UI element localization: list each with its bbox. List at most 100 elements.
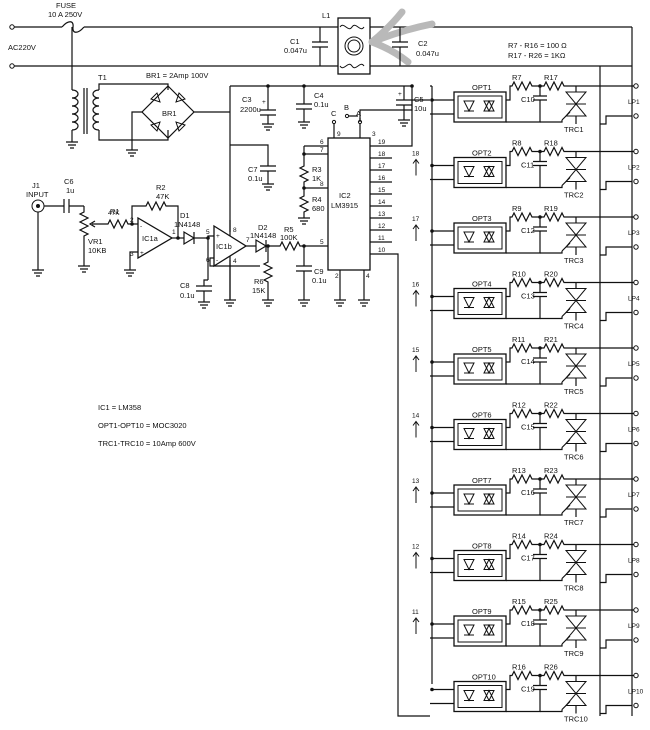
channel-pin-number: 15 xyxy=(412,347,420,354)
d1-name: D1 xyxy=(180,211,190,220)
lamp-terminal xyxy=(633,541,639,548)
c5-value: 10u xyxy=(414,104,427,113)
ic2-pin-number: 19 xyxy=(378,139,386,146)
bridge-outputs xyxy=(126,111,230,157)
c4-name: C4 xyxy=(314,91,324,100)
gate-resistor xyxy=(540,604,600,616)
capacitor-c1 xyxy=(312,27,328,66)
triac-leads xyxy=(540,86,577,124)
opto-input-wires xyxy=(430,230,454,246)
series-resistor-label: R13 xyxy=(512,466,526,475)
opto-input-wires xyxy=(430,295,454,312)
ic1b-wiring xyxy=(207,220,236,307)
lamp-wires xyxy=(600,478,634,518)
lamp-terminal xyxy=(633,375,639,381)
triac-label: TRC3 xyxy=(564,256,584,265)
channel-pin-number: 13 xyxy=(412,478,420,485)
triac-label: TRC2 xyxy=(564,191,584,200)
capacitor-c6 xyxy=(44,199,84,213)
parts-legend: IC1 = LM358 OPT1-OPT10 = MOC3020 TRC1-TR… xyxy=(98,403,196,448)
c6-value: 1u xyxy=(66,186,74,195)
fuse xyxy=(61,21,85,33)
ic2-part: LM3915 xyxy=(331,201,358,210)
c3-value: 2200u xyxy=(240,105,261,114)
svg-text:+: + xyxy=(398,91,402,98)
optocoupler xyxy=(453,418,507,451)
d2-name: D2 xyxy=(258,223,268,232)
diac-icon xyxy=(483,492,495,506)
c8-value: 0.1u xyxy=(180,291,195,300)
series-resistor xyxy=(506,408,540,429)
c6-name: C6 xyxy=(64,177,74,186)
snubber-capacitor xyxy=(506,282,547,320)
svg-text:5: 5 xyxy=(320,239,324,246)
pin-arrow-icon xyxy=(412,486,420,503)
pin-arrow-icon xyxy=(412,617,420,634)
channel-pin-number: 12 xyxy=(412,544,420,551)
triac-leads xyxy=(540,348,577,386)
transformer-core xyxy=(83,88,88,134)
opto-label: OPT3 xyxy=(472,214,492,223)
bridge-spec: BR1 = 2Amp 100V xyxy=(146,71,208,80)
input-stage: J1 INPUT C6 1u VR1 10KB R1 47K R2 47K IC… xyxy=(26,177,328,309)
opto-input-wires xyxy=(430,492,454,508)
ic2-pin-number: 18 xyxy=(378,151,386,158)
optocoupler xyxy=(453,91,507,123)
opto-label: OPT7 xyxy=(472,476,492,485)
capacitor-c5 xyxy=(396,86,412,127)
opto-label: OPT6 xyxy=(472,411,492,420)
gate-resistor-label: R22 xyxy=(544,401,558,410)
fuse-label: FUSE xyxy=(56,1,76,10)
opto-input-wires xyxy=(430,164,454,181)
capacitor-label: C12 xyxy=(521,226,535,235)
capacitor-label: C19 xyxy=(521,685,535,694)
lamp-terminal xyxy=(633,178,639,185)
lamp-terminal xyxy=(633,279,639,286)
d1-value: 1N4148 xyxy=(174,220,200,229)
lamp-terminal xyxy=(633,244,639,250)
lamp-terminal xyxy=(633,83,639,89)
resistor-r1 xyxy=(104,218,138,230)
r1-value: 47K xyxy=(108,210,120,217)
series-resistor xyxy=(506,539,540,560)
optocoupler-inner xyxy=(457,95,503,119)
gate-resistor-label: R17 xyxy=(544,73,558,82)
gate-resistor-label: R21 xyxy=(544,335,558,344)
led-icon xyxy=(463,297,475,309)
gate-resistor xyxy=(540,342,600,354)
pin-arrow-icon xyxy=(412,289,420,307)
ic2-pin-number: 14 xyxy=(378,199,386,206)
lamp-wires xyxy=(600,609,634,649)
capacitor-c3 xyxy=(260,86,276,131)
r4-value: 680 xyxy=(312,204,325,213)
lamp-terminal xyxy=(633,607,639,613)
led-icon xyxy=(463,624,475,637)
gate-resistor xyxy=(540,80,600,92)
jumper-a: A xyxy=(356,109,361,118)
diac-icon xyxy=(483,623,495,637)
capacitor-label: C17 xyxy=(521,554,535,563)
triac-label: TRC9 xyxy=(564,649,584,658)
mode-jumper-wires xyxy=(333,115,361,138)
power-supply: T1 BR1 = 2Amp 100V BR1 + C3 2200u C4 0.1… xyxy=(66,27,427,300)
optocoupler xyxy=(453,484,507,516)
highlight-mark xyxy=(368,8,436,66)
svg-text:+: + xyxy=(140,250,144,257)
r5-value: 100K xyxy=(280,233,298,242)
c1-name: C1 xyxy=(290,37,300,46)
lamp-wires xyxy=(600,412,634,453)
series-resistor-label: R15 xyxy=(512,597,526,606)
secondary-leads xyxy=(98,83,169,141)
series-resistor-label: R14 xyxy=(512,532,526,541)
gate-resistor-label: R18 xyxy=(544,139,558,148)
optocoupler xyxy=(453,549,507,582)
vr1-name: VR1 xyxy=(88,237,103,246)
ic2-pin19-wire xyxy=(392,99,430,147)
lamp-label: LP7 xyxy=(628,492,640,499)
diac-icon xyxy=(483,296,495,309)
lamp-label: LP3 xyxy=(628,230,640,237)
channel-pin-number: 17 xyxy=(412,216,420,223)
